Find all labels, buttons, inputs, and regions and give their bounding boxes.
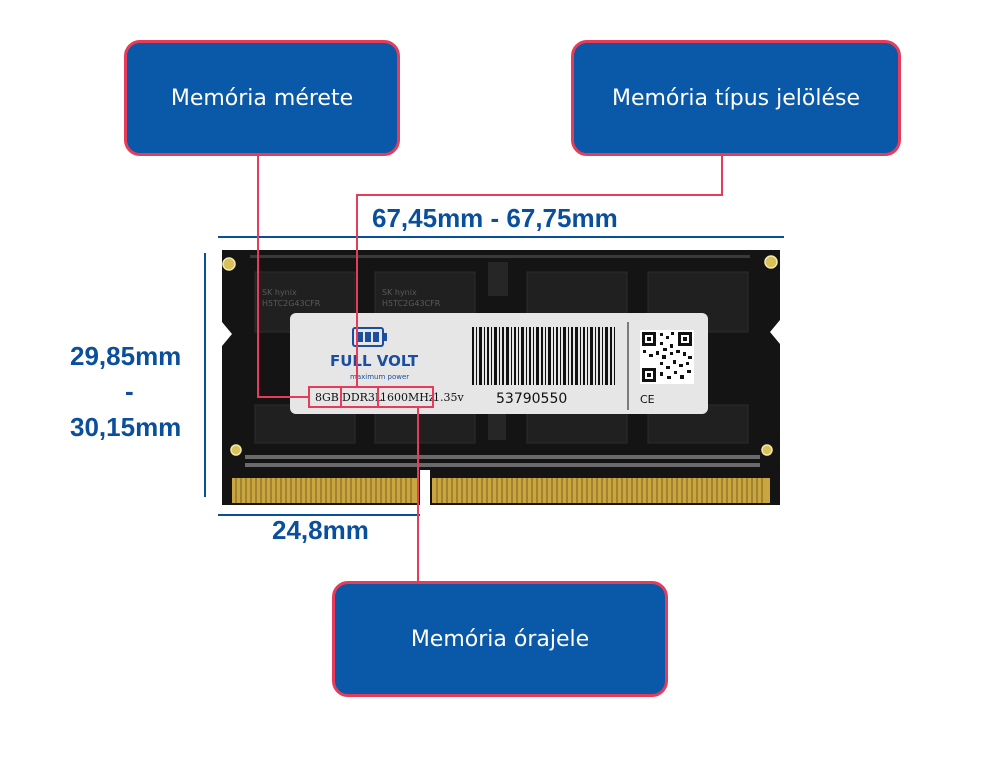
- battery-logo-icon: [352, 327, 387, 347]
- qr-code: [640, 330, 694, 384]
- dimension-height-max-label: 30,15mm: [70, 412, 182, 442]
- gold-contact-strip-right: [432, 478, 770, 503]
- gold-contact-strip-left: [232, 478, 418, 503]
- dimension-height-separator: -: [125, 376, 134, 406]
- product-label: FULL VOLT maximum power 8GB DDR3L 1600MH…: [290, 313, 708, 414]
- mounting-hole: [230, 444, 242, 456]
- chip-maker-text: SK hynix: [382, 288, 417, 297]
- callout-memory-size-text: Memória mérete: [170, 85, 354, 111]
- brand-tagline: maximum power: [350, 373, 409, 381]
- highlight-clock-box: [377, 386, 434, 408]
- callout-memory-size: Memória mérete: [124, 40, 400, 156]
- callout-memory-clock: Memória órajele: [332, 581, 668, 697]
- serial-number: 53790550: [496, 391, 567, 407]
- callout-memory-type-text: Memória típus jelölése: [611, 85, 860, 111]
- dimension-width-label: 67,45mm - 67,75mm: [372, 203, 618, 233]
- label-size-text: 8GB: [315, 391, 339, 404]
- mounting-hole: [761, 444, 773, 456]
- chip-part-text: H5TC2G43CFR: [262, 299, 321, 308]
- mounting-hole: [764, 255, 778, 269]
- brand-name: FULL VOLT: [330, 352, 419, 370]
- chip-maker-text: SK hynix: [262, 288, 297, 297]
- label-clock-text: 1600MHz: [380, 391, 435, 404]
- mounting-hole: [222, 257, 236, 271]
- callout-memory-type: Memória típus jelölése: [571, 40, 901, 156]
- barcode: [472, 327, 615, 385]
- spd-chip: [488, 410, 506, 440]
- label-voltage-text: 1.35v: [433, 391, 464, 404]
- dimension-notch-label: 24,8mm: [272, 515, 369, 545]
- ce-mark: CE: [640, 393, 655, 406]
- smd-component-row: [245, 455, 760, 467]
- chip-part-text: H5TC2G43CFR: [382, 299, 441, 308]
- spd-chip: [488, 262, 508, 296]
- dimension-height-min-label: 29,85mm: [70, 341, 182, 371]
- leader-line-type: [356, 156, 723, 387]
- leader-line-size: [257, 156, 309, 398]
- callout-memory-clock-text: Memória órajele: [410, 626, 590, 652]
- label-type-text: DDR3L: [342, 391, 383, 404]
